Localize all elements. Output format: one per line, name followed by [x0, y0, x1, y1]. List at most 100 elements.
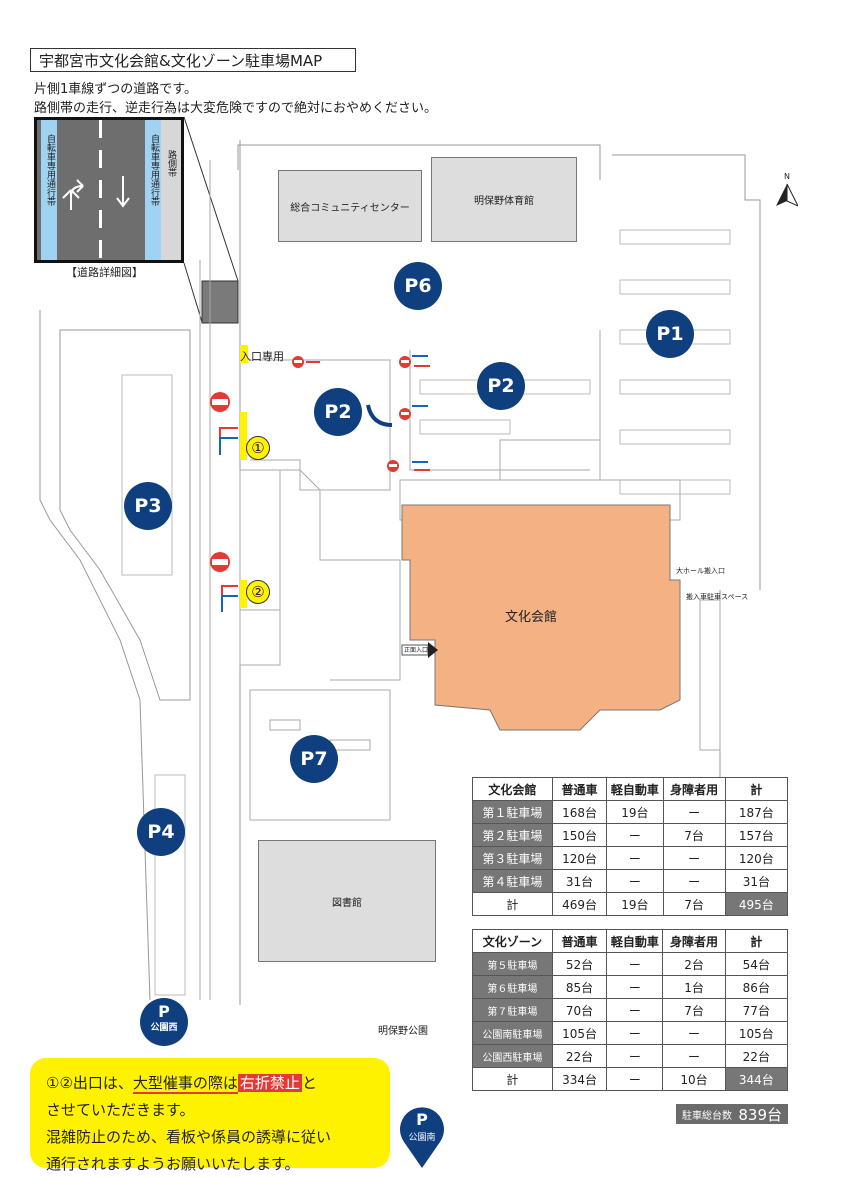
park-south-label: 公園南 — [408, 1133, 436, 1143]
t1-r1-c3: 7台 — [662, 823, 726, 847]
parking-badge-p6: P6 — [394, 262, 442, 310]
t2-r1-c2: ー — [606, 975, 664, 999]
notice-prefix: ①②出口は、 — [46, 1074, 133, 1092]
t2-r3-c0: 公園南駐車場 — [472, 1021, 553, 1045]
grand-total-value: 839台 — [738, 1105, 782, 1124]
t2-total-c1: 334台 — [551, 1067, 608, 1091]
t2-r1-c1: 85台 — [551, 975, 608, 999]
t1-total-c1: 469台 — [551, 892, 608, 916]
t1-h1: 普通車 — [551, 777, 608, 801]
t1-r0-c2: 19台 — [606, 800, 664, 824]
notice-line-2: させていただきます。 — [46, 1101, 195, 1119]
t2-r4-c4: 22台 — [724, 1044, 789, 1068]
north-label: N — [784, 172, 790, 181]
t2-r3-c4: 105台 — [724, 1021, 789, 1045]
t1-r1-c0: 第２駐車場 — [472, 823, 553, 847]
shoulder-strip — [161, 120, 181, 260]
road-detail-inset: 自転車専用通行帯 自転車専用通行帯 路側帯 — [34, 117, 184, 263]
entrance-only-label: 入口専用 — [240, 350, 284, 363]
t1-r3-c0: 第４駐車場 — [472, 869, 553, 893]
t2-r3-c3: ー — [662, 1021, 726, 1045]
t2-r4-c1: 22台 — [551, 1044, 608, 1068]
parking-badge-p2-east: P2 — [477, 362, 525, 410]
t2-r0-c2: ー — [606, 952, 664, 976]
t1-total-c4: 495台 — [724, 892, 789, 916]
library: 図書館 — [258, 840, 436, 962]
t2-r2-c0: 第７駐車場 — [472, 998, 553, 1022]
community-center: 総合コミュニティセンター — [278, 170, 422, 242]
t1-total-c2: 19台 — [606, 892, 664, 916]
t1-h3: 身障者用 — [662, 777, 726, 801]
t2-r2-c1: 70台 — [551, 998, 608, 1022]
t2-h2: 軽自動車 — [606, 929, 664, 953]
parking-badge-p1: P1 — [646, 310, 694, 358]
note-line-1: 片側1車線ずつの道路です。 — [34, 82, 197, 97]
t1-total-c3: 7台 — [662, 892, 726, 916]
notice-line1-suffix: と — [301, 1074, 317, 1092]
t2-r4-c0: 公園西駐車場 — [472, 1044, 553, 1068]
t1-r3-c3: ー — [662, 869, 726, 893]
bike-lane-right-label: 自転車専用通行帯 — [149, 134, 159, 206]
t2-r2-c2: ー — [606, 998, 664, 1022]
t1-h0: 文化会館 — [472, 777, 553, 801]
t2-r1-c0: 第６駐車場 — [472, 975, 553, 999]
grand-total-label: 駐車総台数 — [682, 1110, 732, 1122]
t2-h1: 普通車 — [551, 929, 608, 953]
parking-pin-park-south: P 公園南 — [398, 1106, 446, 1168]
culture-hall-label: 文化会館 — [505, 610, 558, 625]
road-notes: 片側1車線ずつの道路です。 路側帯の走行、逆走行為は大変危険ですので絶対におやめ… — [34, 80, 437, 118]
parking-badge-p3: P3 — [124, 482, 172, 530]
exit-2-marker: ② — [246, 580, 270, 604]
t1-r0-c3: ー — [662, 800, 726, 824]
park-west-label: 公園西 — [150, 1023, 178, 1033]
t1-r2-c4: 120台 — [724, 846, 789, 870]
notice-event: 大型催事の際は — [132, 1074, 238, 1094]
t1-r3-c2: ー — [606, 869, 664, 893]
t1-r3-c4: 31台 — [724, 869, 789, 893]
parking-badge-park-west: P 公園西 — [140, 998, 188, 1046]
t2-total-c4: 344台 — [724, 1067, 789, 1091]
t1-r2-c3: ー — [662, 846, 726, 870]
notice-line-3: 混雑防止のため、看板や係員の誘導に従い — [46, 1128, 332, 1146]
t2-r2-c3: 7台 — [662, 998, 726, 1022]
bike-lane-right — [145, 120, 161, 260]
notice-line-1: ①②出口は、大型催事の際は右折禁止と — [46, 1070, 374, 1097]
loading-space-label: 搬入車駐車スペース — [686, 593, 749, 601]
parking-badge-p7: P7 — [290, 735, 338, 783]
t2-r0-c1: 52台 — [551, 952, 608, 976]
t2-h3: 身障者用 — [662, 929, 726, 953]
t1-r1-c2: ー — [606, 823, 664, 847]
parking-badge-p2-west: P2 — [314, 388, 362, 436]
park-label: 明保野公園 — [378, 1026, 428, 1037]
parking-badge-p4: P4 — [137, 808, 185, 856]
t1-r1-c4: 157台 — [724, 823, 789, 847]
t2-total-c2: ー — [606, 1067, 664, 1091]
t2-r3-c1: 105台 — [551, 1021, 608, 1045]
t2-r4-c2: ー — [606, 1044, 664, 1068]
north-arrow-icon — [776, 184, 798, 207]
t2-h4: 計 — [724, 929, 789, 953]
t1-r3-c1: 31台 — [551, 869, 608, 893]
note-line-2: 路側帯の走行、逆走行為は大変危険ですので絶対におやめください。 — [34, 101, 438, 116]
exit-1-marker: ① — [246, 436, 270, 460]
gymnasium: 明保野体育館 — [431, 157, 577, 242]
hall-loading-label: 大ホール搬入口 — [676, 567, 725, 575]
park-south-p: P — [416, 1110, 428, 1129]
inset-caption: 【道路詳細図】 — [66, 266, 143, 279]
t1-r0-c4: 187台 — [724, 800, 789, 824]
notice-restriction: 右折禁止 — [237, 1074, 302, 1092]
t1-r2-c0: 第３駐車場 — [472, 846, 553, 870]
notice-line-4: 通行されますようお願いいたします。 — [46, 1155, 300, 1173]
map-title: 宇都宮市文化会館&文化ゾーン駐車場MAP — [30, 48, 356, 72]
t2-r0-c0: 第５駐車場 — [472, 952, 553, 976]
main-entrance-label: 正面入口 — [404, 647, 429, 654]
